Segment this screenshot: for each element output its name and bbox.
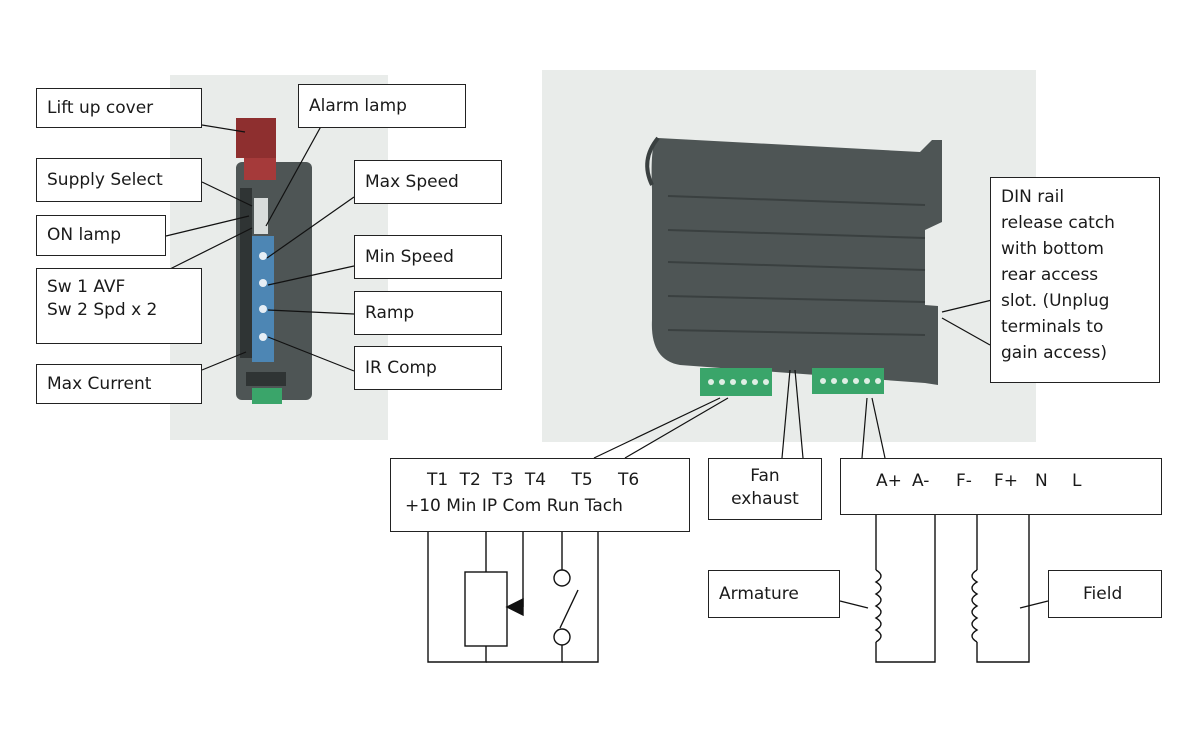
label-field: Field [1048,570,1162,618]
din-line-6: terminals to [1001,317,1104,337]
label-armature: Armature [708,570,840,618]
label-sw2: Sw 2 Spd x 2 [47,300,158,320]
fan-line-2: exhaust [731,489,799,509]
terminal-t4: T4 [524,470,547,490]
potentiometer-module [252,236,274,362]
din-line-1: DIN rail [1001,187,1065,207]
front-leader-lines [165,109,355,372]
label-din-rail-catch: DIN rail release catch with bottom rear … [990,177,1160,383]
din-line-7: gain access) [1001,343,1108,363]
side-leader-lines [593,299,993,459]
switch-contact-top [553,569,571,587]
label-lift-up-cover: Lift up cover [36,88,202,128]
label-switches: Sw 1 AVF Sw 2 Spd x 2 [36,268,202,344]
terminal-f-minus: F- [956,471,972,491]
speed-potentiometer [464,571,508,647]
wiper-arrow [505,597,524,617]
label-max-speed: Max Speed [354,160,502,204]
terminal-t2: T2 [459,470,481,490]
terminal-f-plus: F+ [994,471,1019,491]
terminal-t1: T1 [427,470,449,490]
label-ir-comp: IR Comp [354,346,502,390]
terminal-a-minus: A- [912,471,930,491]
front-terminal-block [252,388,282,404]
din-line-2: release catch [1001,213,1115,233]
label-supply-select: Supply Select [36,158,202,202]
label-ramp: Ramp [354,291,502,335]
din-line-4: rear access [1001,265,1099,285]
motor-wiring [839,515,1049,663]
label-on-lamp: ON lamp [36,215,166,256]
terminal-n: N [1035,471,1048,491]
label-max-current: Max Current [36,364,202,404]
din-line-3: with bottom [1001,239,1104,259]
side-device [645,136,942,396]
field-coil [971,569,979,643]
label-sw1: Sw 1 AVF [47,277,126,297]
terminal-l: L [1072,471,1082,491]
label-alarm-lamp: Alarm lamp [298,84,466,128]
din-line-5: slot. (Unplug [1001,291,1110,311]
control-terminal-box: T1 T2 T3 T4 T5 T6 +10 Min IP Com Run Tac… [390,458,690,532]
power-terminal-box [840,458,1162,515]
terminal-t5: T5 [571,470,593,490]
armature-coil [874,569,882,643]
switch-contact-bottom [553,628,571,646]
control-wiring [427,532,599,663]
fan-line-1: Fan [750,466,780,486]
label-min-speed: Min Speed [354,235,502,279]
front-device [236,118,312,404]
terminal-t6: T6 [618,470,640,490]
label-fan-exhaust: Fan exhaust [708,458,822,520]
control-terminal-functions: +10 Min IP Com Run Tach [405,496,623,516]
run-switch-blade [559,589,579,629]
terminal-a-plus: A+ [876,471,902,491]
terminal-t3: T3 [492,470,514,490]
control-terminal-numbers: T1 T2 T3 T4 T5 T6 [405,467,675,493]
